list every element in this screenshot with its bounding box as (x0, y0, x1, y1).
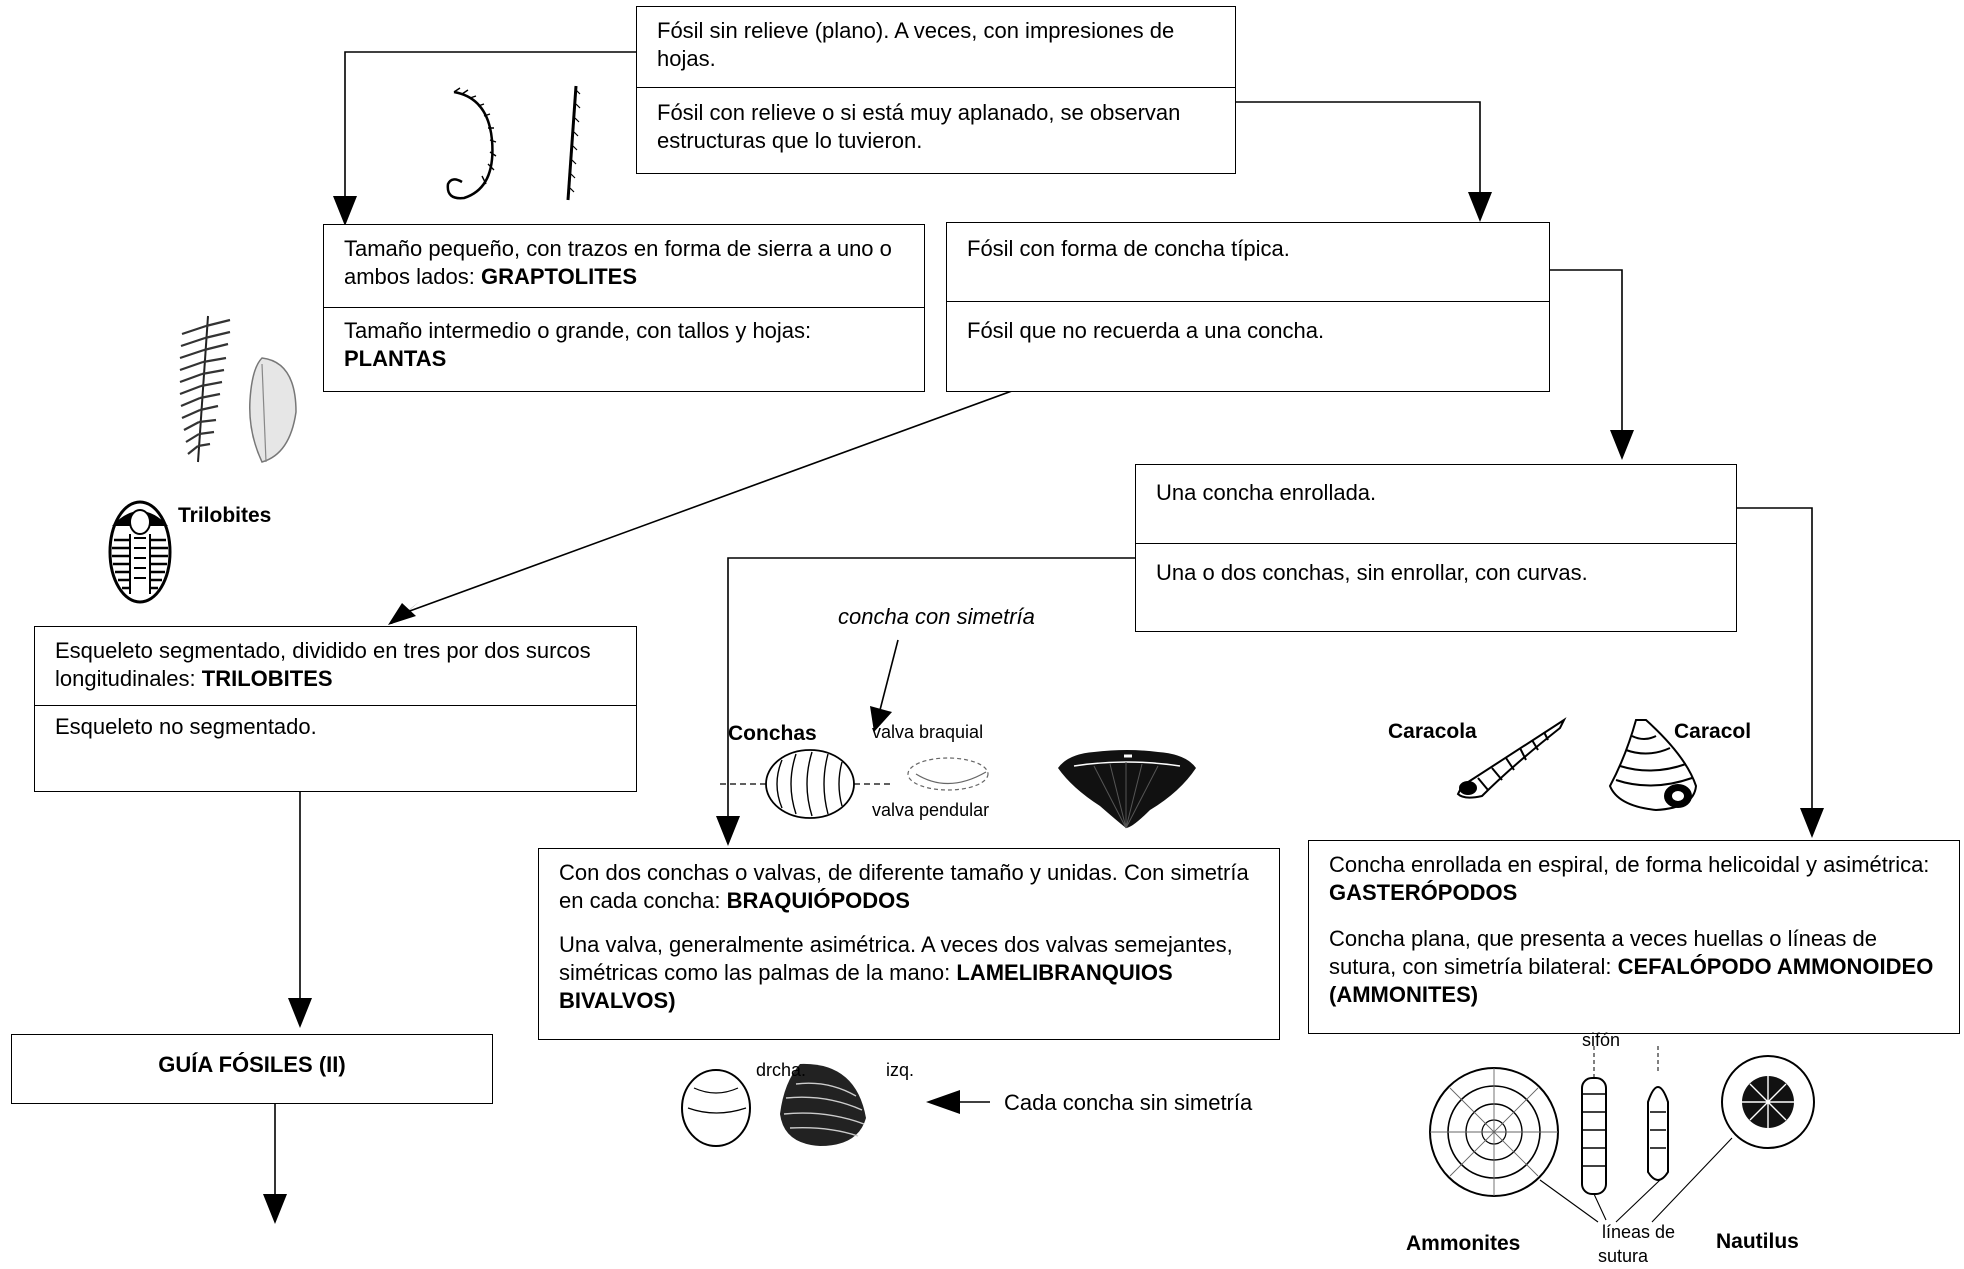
key-3-option-a: Fósil con forma de concha típica. (967, 236, 1290, 261)
line-box1-to-box2 (344, 51, 636, 200)
line-pointer-symmetry (879, 639, 899, 711)
key-7-option-b: Concha plana, que presenta a veces huell… (1309, 925, 1959, 1009)
key-2-option-a-text: Tamaño pequeño, con trazos en forma de s… (344, 236, 892, 289)
bivalve-illustration (681, 1063, 866, 1147)
key-1-option-a: Fósil sin relieve (plano). A veces, con … (657, 18, 1175, 71)
arrowhead-box4 (1610, 430, 1634, 460)
plant-fossil-illustration (179, 315, 297, 463)
key-5-option-a: Esqueleto segmentado, dividido en tres p… (35, 627, 636, 693)
trilobite-illustration (108, 500, 172, 604)
graptolite-illustration (446, 85, 581, 201)
arrowhead-out (263, 1194, 287, 1224)
key-2-divider (324, 307, 924, 308)
brachiopod-illustration (720, 749, 989, 819)
key-3-divider (947, 301, 1549, 302)
line-box3-to-box4 (1549, 269, 1623, 434)
key-2-result-plantas: PLANTAS (344, 346, 447, 371)
arrowhead-box8 (288, 998, 312, 1028)
caracol-illustration (1608, 719, 1698, 812)
nautilus-label: Nautilus (1716, 1230, 1799, 1253)
line-box1-to-box3 (1234, 101, 1481, 196)
caracola-label: Caracola (1388, 720, 1477, 743)
key-2-result-graptolites: GRAPTOLITES (480, 264, 638, 289)
key-box-2: Tamaño pequeño, con trazos en forma de s… (323, 224, 925, 392)
left-valve-label: izq. (886, 1060, 915, 1080)
arrowhead-box3 (1468, 192, 1492, 222)
brachiopod-shell-dark (1058, 750, 1196, 829)
key-6-option-a-text: Con dos conchas o valvas, de diferente t… (559, 860, 1249, 913)
symmetric-shell-label: concha con simetría (838, 604, 1035, 629)
key-box-5: Esqueleto segmentado, dividido en tres p… (34, 626, 637, 792)
key-2-option-a: Tamaño pequeño, con trazos en forma de s… (324, 225, 924, 291)
line-box4-to-box6 (727, 557, 1136, 820)
arrowhead-box7 (1800, 808, 1824, 838)
key-6-option-b: Una valva, generalmente asimétrica. A ve… (539, 931, 1279, 1015)
key-7-option-b-text: Concha plana, que presenta a veces huell… (1329, 926, 1877, 979)
brachial-valve-label: valva braquial (872, 722, 984, 742)
key-4-divider (1136, 543, 1736, 544)
right-valve-label: drcha. (756, 1060, 807, 1080)
arrowhead-asymmetry (926, 1090, 960, 1114)
suture-lines-label-2: sutura (1598, 1246, 1649, 1266)
key-5-result-trilobites: TRILOBITES (201, 666, 333, 691)
arrowhead-box2 (333, 196, 357, 226)
key-3-option-b: Fósil que no recuerda a una concha. (967, 318, 1325, 343)
key-6-result-braquiopodos: BRAQUIÓPODOS (726, 888, 910, 913)
key-box-4: Una concha enrollada. Una o dos conchas,… (1135, 464, 1737, 632)
key-2-option-b: Tamaño intermedio o grande, con tallos y… (324, 307, 924, 373)
key-box-7: Concha enrollada en espiral, de forma he… (1308, 840, 1960, 1034)
trilobites-label: Trilobites (178, 504, 272, 527)
key-4-option-a: Una concha enrollada. (1156, 480, 1377, 505)
caracola-illustration (1456, 717, 1567, 799)
key-box-3: Fósil con forma de concha típica. Fósil … (946, 222, 1550, 392)
key-7-result-ammonites: CEFALÓPODO AMMONOIDEO (AMMONITES) (1329, 954, 1934, 1007)
key-6-option-a: Con dos conchas o valvas, de diferente t… (539, 849, 1279, 915)
asymmetric-shell-label: Cada concha sin simetría (1004, 1090, 1253, 1115)
key-5-option-a-text: Esqueleto segmentado, dividido en tres p… (55, 638, 591, 691)
arrowhead-box6 (716, 816, 740, 846)
key-5-divider (35, 705, 636, 706)
key-1-divider (637, 87, 1235, 88)
key-6-result-lamelibranquios: LAMELIBRANQUIOS BIVALVOS) (559, 960, 1173, 1013)
line-box4-to-box7 (1735, 507, 1813, 812)
conchas-label: Conchas (728, 722, 817, 745)
key-box-8-next-guide[interactable]: GUÍA FÓSILES (II) (11, 1034, 493, 1104)
key-2-option-b-text: Tamaño intermedio o grande, con tallos y… (344, 318, 812, 343)
suture-lines-label: líneas de (1602, 1222, 1676, 1242)
pedicle-valve-label: valva pendular (872, 800, 990, 820)
next-guide-title: GUÍA FÓSILES (II) (158, 1052, 346, 1077)
key-7-result-gasteropodos: GASTERÓPODOS (1329, 880, 1518, 905)
caracol-label: Caracol (1674, 720, 1752, 743)
key-7-option-a: Concha enrollada en espiral, de forma he… (1309, 841, 1959, 907)
ammonites-label: Ammonites (1406, 1232, 1521, 1255)
arrowhead-box5b (388, 603, 416, 625)
key-5-option-b: Esqueleto no segmentado. (55, 714, 317, 739)
key-box-1: Fósil sin relieve (plano). A veces, con … (636, 6, 1236, 174)
key-4-option-b: Una o dos conchas, sin enrollar, con cur… (1156, 560, 1588, 585)
line-box3-to-box5 (406, 387, 1021, 613)
key-6-option-b-text: Una valva, generalmente asimétrica. A ve… (559, 932, 1233, 985)
key-7-option-a-text: Concha enrollada en espiral, de forma he… (1329, 852, 1930, 877)
key-box-6: Con dos conchas o valvas, de diferente t… (538, 848, 1280, 1040)
siphon-label: sifón (1582, 1030, 1621, 1050)
cephalopod-illustration (1429, 1046, 1815, 1223)
arrowhead-symmetry (870, 706, 892, 732)
key-1-option-b: Fósil con relieve o si está muy aplanado… (657, 100, 1181, 153)
